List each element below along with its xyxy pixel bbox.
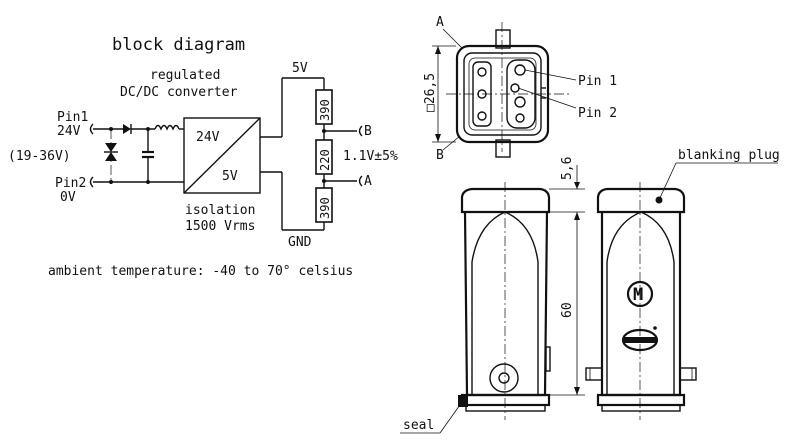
isolation-label-line2: 1500 Vrms: [185, 219, 255, 234]
housing-front-view: [458, 182, 551, 420]
svg-text:390: 390: [318, 99, 332, 121]
dc-dc-converter-box: 24V 5V: [183, 117, 261, 194]
connector-label-b: B: [436, 148, 444, 163]
housing-dimensions: 5,6 60: [549, 157, 585, 396]
isolation-label-line1: isolation: [185, 203, 255, 218]
svg-text:220: 220: [318, 149, 332, 171]
tvs-diode-symbol: [104, 143, 118, 161]
pin1-terminal: [89, 123, 94, 135]
inductor-symbol: [154, 124, 180, 131]
pin2-terminal: [89, 176, 94, 188]
connector-label-a: A: [436, 15, 444, 30]
output-voltage-label: 1.1V±5%: [343, 149, 398, 164]
resistor-bottom: 390: [315, 187, 333, 223]
connector-face-view: A B □26,5 Pin 1 Pin 2: [423, 15, 617, 163]
pin2-label: Pin2: [55, 176, 86, 191]
pin-1-contact: [514, 64, 526, 76]
seal-label: seal: [403, 418, 434, 433]
diode-symbol: [123, 124, 131, 134]
pin2-voltage: 0V: [60, 190, 76, 205]
converter-label-line2: DC/DC converter: [120, 85, 238, 100]
output-a-terminal: [358, 175, 363, 187]
output-b-label: B: [364, 124, 372, 139]
pin-2-callout: Pin 2: [578, 106, 617, 121]
gnd-label: GND: [288, 235, 312, 250]
housing-height-dimension: 60: [560, 302, 575, 318]
pin-2-contact: [510, 83, 520, 93]
housing-side-view: M: [585, 182, 697, 420]
converter-output-voltage: 5V: [222, 169, 238, 184]
rail-5v-label: 5V: [292, 61, 308, 76]
output-a-label: A: [364, 174, 372, 189]
converter-label-line1: regulated: [150, 68, 220, 83]
manufacturer-logo-icon: [626, 280, 654, 308]
converter-input-voltage: 24V: [196, 130, 220, 145]
lid-height-dimension: 5,6: [560, 157, 575, 180]
nameplate: [621, 328, 659, 352]
block-diagram-title: block diagram: [112, 35, 245, 55]
capacitor-symbol: [142, 127, 154, 184]
connector-outer-body: [455, 44, 550, 144]
svg-text:390: 390: [318, 197, 332, 219]
blanking-plug-label: blanking plug: [678, 148, 780, 163]
housing-callouts: blanking plug seal: [400, 148, 780, 434]
block-diagram: block diagram regulated DC/DC converter …: [8, 35, 398, 279]
input-range-label: (19-36V): [8, 149, 71, 164]
output-b-terminal: [358, 125, 363, 137]
pin1-voltage: 24V: [57, 124, 81, 139]
resistor-top: 390: [315, 89, 333, 125]
resistor-middle: 220: [315, 139, 333, 175]
ambient-temperature-label: ambient temperature: -40 to 70° celsius: [48, 264, 353, 279]
seal-element: [458, 395, 468, 407]
pin1-label: Pin1: [57, 110, 88, 125]
square-dimension: □26,5: [423, 73, 438, 112]
logo-letter: M: [633, 285, 643, 305]
pin-1-callout: Pin 1: [578, 74, 617, 89]
